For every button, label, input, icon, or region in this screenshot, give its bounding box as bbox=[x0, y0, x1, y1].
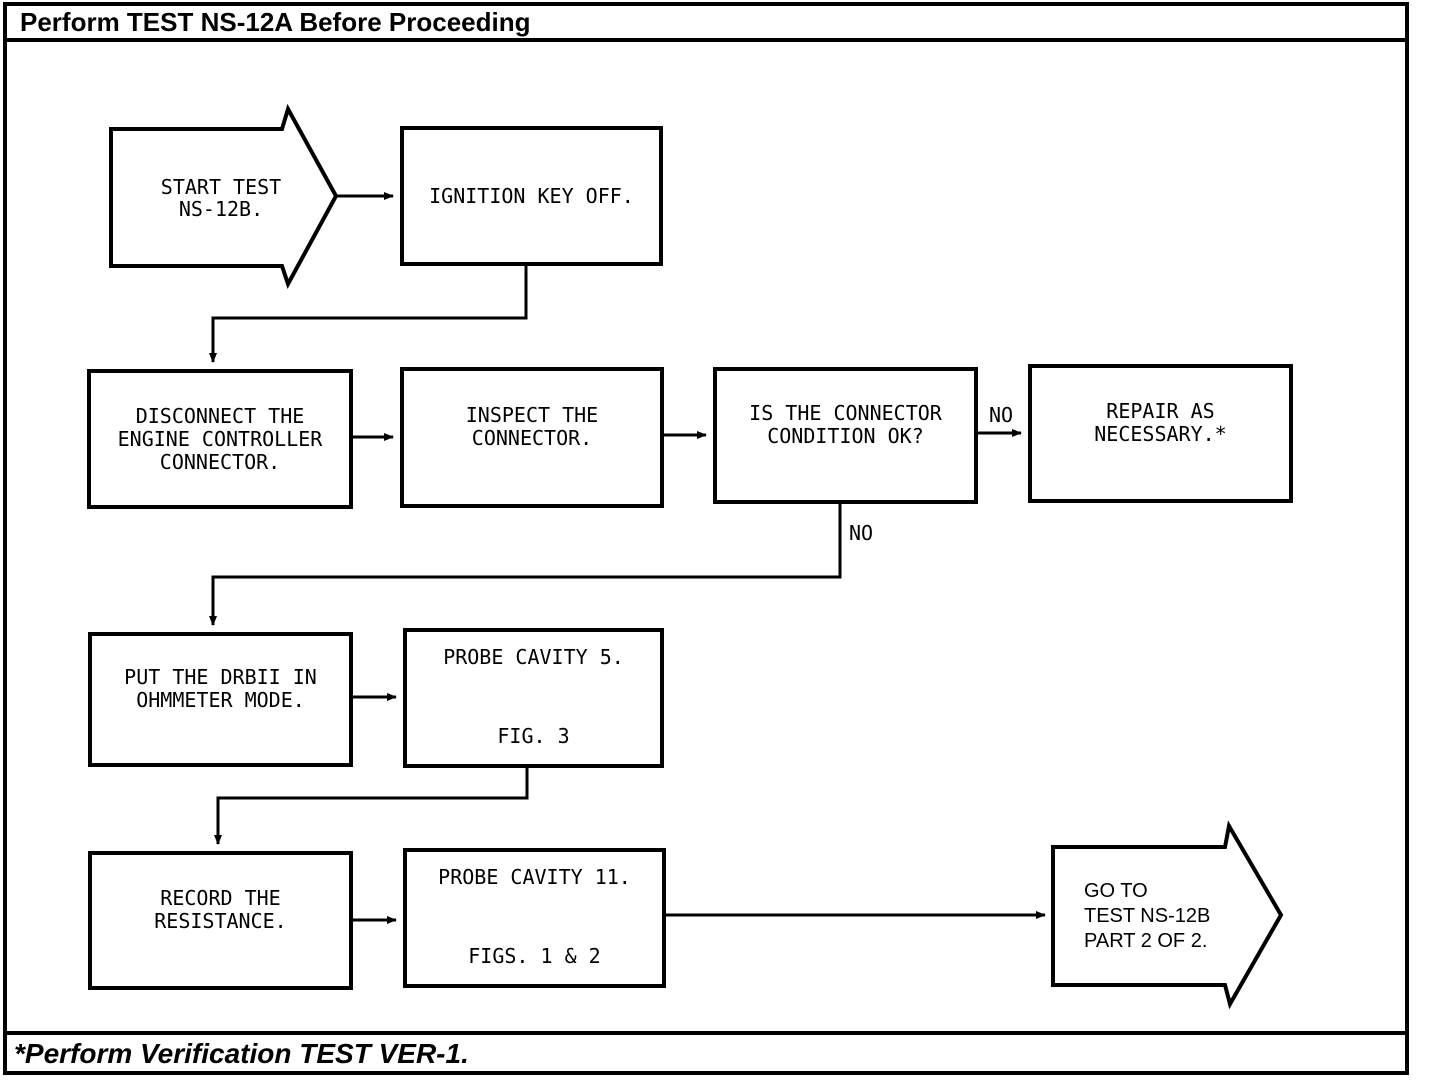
start-arrow-shape bbox=[109, 103, 339, 289]
goto-node-label: GO TO TEST NS-12B PART 2 OF 2. bbox=[1084, 879, 1211, 952]
connector-ignition-to-disconnect bbox=[209, 266, 528, 363]
footer-divider bbox=[3, 1031, 1409, 1035]
probe-cavity-5-figure-ref: FIG. 3 bbox=[497, 724, 570, 748]
node-drbii-ohmmeter-mode: PUT THE DRBII IN OHMMETER MODE. bbox=[88, 632, 353, 767]
probe-cavity-11-label: PROBE CAVITY 11. bbox=[438, 865, 631, 889]
node-probe-cavity-11: PROBE CAVITY 11. FIGS. 1 & 2 bbox=[403, 848, 666, 988]
header-divider bbox=[3, 38, 1409, 42]
branch-label-no-repair: NO bbox=[989, 403, 1014, 427]
branch-label-no-continue: NO bbox=[849, 521, 874, 545]
node-connector-condition-ok: IS THE CONNECTOR CONDITION OK? bbox=[713, 367, 978, 504]
connector-condition-to-ohmmeter bbox=[209, 504, 842, 626]
node-record-resistance: RECORD THE RESISTANCE. bbox=[88, 851, 353, 990]
page-border bbox=[3, 2, 1409, 1075]
connector-probe5-to-record bbox=[214, 768, 529, 845]
goto-arrow-shape bbox=[1051, 820, 1284, 1010]
node-ignition-key-off: IGNITION KEY OFF. bbox=[400, 126, 663, 266]
node-probe-cavity-5: PROBE CAVITY 5. FIG. 3 bbox=[403, 628, 664, 768]
probe-cavity-11-figure-ref: FIGS. 1 & 2 bbox=[468, 944, 601, 968]
node-disconnect-connector: DISCONNECT THE ENGINE CONTROLLER CONNECT… bbox=[87, 369, 353, 509]
node-repair-as-necessary: REPAIR AS NECESSARY.* bbox=[1028, 364, 1293, 503]
probe-cavity-5-label: PROBE CAVITY 5. bbox=[443, 645, 624, 669]
footer-note: *Perform Verification TEST VER-1. bbox=[14, 1038, 469, 1069]
node-inspect-connector: INSPECT THE CONNECTOR. bbox=[400, 367, 664, 508]
start-node-label: START TEST NS-12B. bbox=[160, 174, 282, 221]
page-title: Perform TEST NS-12A Before Proceeding bbox=[20, 7, 531, 37]
